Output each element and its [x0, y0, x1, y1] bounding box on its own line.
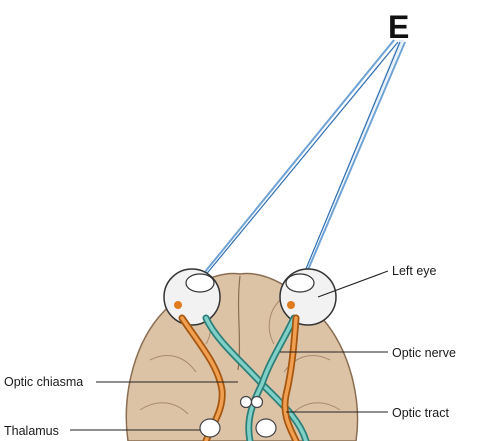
light-rays: [177, 39, 406, 307]
label-optic-chiasma: Optic chiasma: [4, 375, 83, 389]
retina-points: [174, 301, 295, 309]
leader-lines: [70, 270, 389, 431]
stimulus-letter: E: [388, 9, 409, 45]
right-eye: [163, 268, 221, 326]
mammillary-bodies: [239, 395, 264, 409]
label-optic-tract: Optic tract: [392, 406, 449, 420]
nasal-pathways: [202, 314, 310, 441]
label-optic-nerve: Optic nerve: [392, 346, 456, 360]
label-thalamus: Thalamus: [4, 424, 59, 438]
thalamus-nuclei: [199, 418, 277, 438]
label-left-eye: Left eye: [392, 264, 437, 278]
left-eye: [279, 268, 337, 326]
